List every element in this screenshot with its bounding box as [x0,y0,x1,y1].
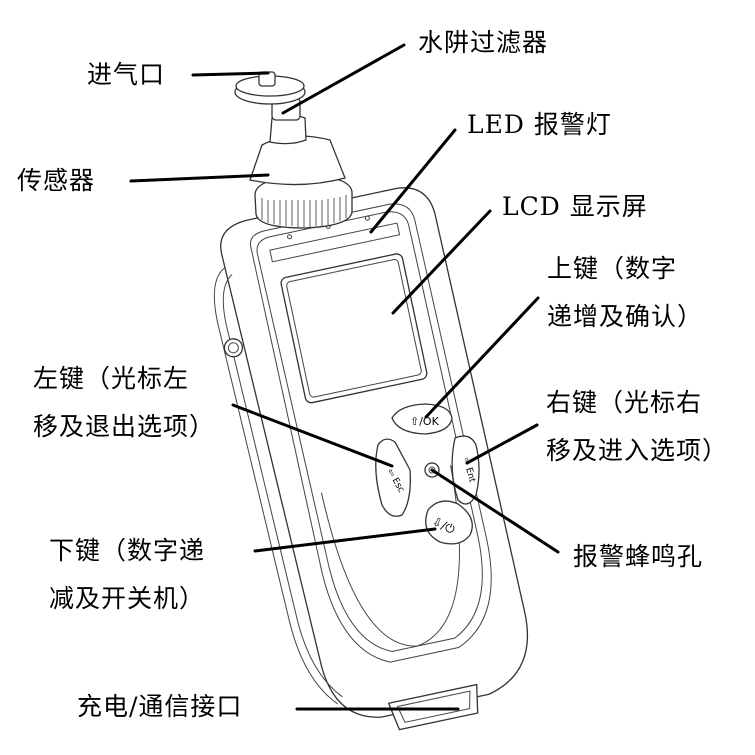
leader-filter [281,43,406,115]
leader-down-key [253,527,437,553]
leader-sensor [129,173,270,183]
leader-led [369,128,457,234]
up-key[interactable] [391,403,453,435]
leader-buzzer [430,468,560,554]
label-lcd-screen: LCD 显示屏 [502,192,648,221]
down-key[interactable] [425,500,473,545]
label-water-trap-filter: 水阱过滤器 [418,28,549,57]
led-indicator [269,222,401,263]
sensor-body [249,135,346,186]
label-left-key: 左键（光标左 移及退出选项） [33,364,216,441]
device-body [213,187,529,731]
leader-left-key [231,403,394,468]
leader-inlet [191,71,270,77]
charging-port [387,683,479,731]
label-led-alarm: LED 报警灯 [467,110,612,139]
leader-up-key [424,296,540,419]
lcd-screen [280,253,428,404]
leader-right-key [465,423,539,465]
label-up-key: 上键（数字 递增及确认） [547,254,704,331]
label-gas-inlet: 进气口 [87,60,166,89]
left-key[interactable] [375,438,411,517]
label-charging-port: 充电/通信接口 [77,692,243,721]
label-right-key: 右键（光标右 移及进入选项） [546,388,729,465]
leader-lcd [391,209,492,315]
keypad: ⇧/OK ⇦ Esc ⇨ Ent ⇩/⏻ [375,403,480,545]
sensor-assembly [234,71,353,229]
label-down-key: 下键（数字递 减及开关机） [49,536,206,613]
label-buzzer-hole: 报警蜂鸣孔 [573,542,704,571]
up-key-glyph: ⇧/OK [410,415,440,428]
label-sensor: 传感器 [17,166,96,195]
